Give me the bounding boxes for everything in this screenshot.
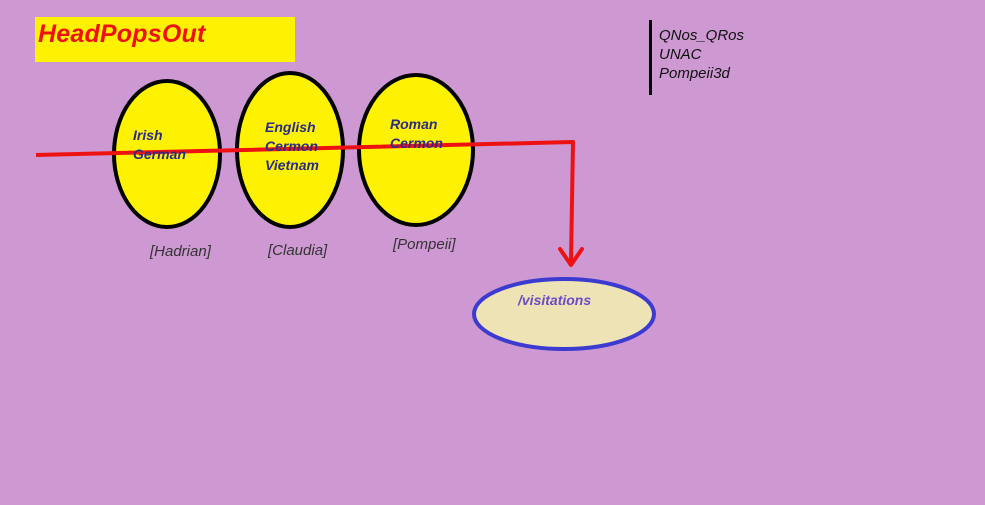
node-ellipse-pompeii[interactable] — [357, 73, 475, 227]
legend: QNos_QRos UNAC Pompeii3d — [659, 26, 744, 83]
node-line: Irish — [133, 127, 163, 143]
node-line: Cermon — [390, 135, 443, 151]
legend-item: UNAC — [659, 46, 702, 63]
legend-item: Pompeii3d — [659, 65, 730, 82]
node-line: Cermon — [265, 138, 318, 154]
connector-arrow — [35, 140, 575, 263]
caption-claudia: [Claudia] — [268, 242, 328, 259]
diagram-title: HeadPopsOut — [38, 20, 206, 48]
caption-pompeii: [Pompeii] — [393, 236, 456, 253]
legend-divider — [649, 20, 652, 95]
caption-hadrian: [Hadrian] — [150, 243, 211, 260]
title-box — [35, 17, 295, 62]
node-text-hadrian: Irish German — [133, 126, 186, 164]
node-text-claudia: English Cermon Vietnam — [265, 118, 319, 175]
node-text-pompeii: Roman Cermon — [390, 115, 443, 153]
target-label: /visitations — [518, 292, 592, 308]
arrow-head — [558, 247, 584, 267]
node-line: Roman — [390, 116, 438, 132]
node-line: Vietnam — [265, 157, 319, 173]
node-line: English — [265, 119, 316, 135]
legend-item: QNos_QRos — [659, 27, 745, 44]
node-line: German — [133, 146, 186, 162]
target-ellipse[interactable] — [472, 277, 656, 351]
